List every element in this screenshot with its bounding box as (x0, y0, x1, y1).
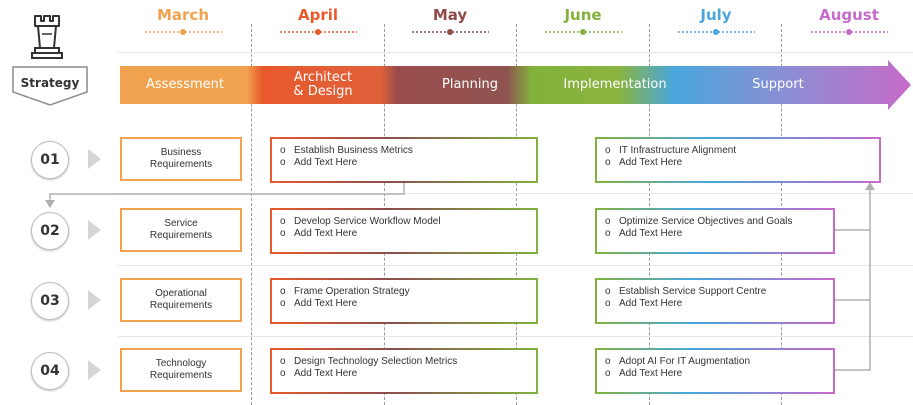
month-deco-march (145, 29, 222, 35)
bullet-marker: o (605, 298, 611, 309)
month-deco-august (811, 29, 888, 35)
activity-box: o Optimize Service Objectives and Goals o… (595, 208, 835, 254)
month-deco-may (412, 29, 489, 35)
bullet-marker: o (280, 286, 286, 297)
phase-label-support: Support (752, 77, 804, 92)
bullet-item: o Develop Service Workflow Model (280, 216, 528, 228)
month-label-july: July (700, 6, 732, 24)
requirement-label: Business Requirements (149, 147, 213, 170)
bullet-text: Develop Service Workflow Model (294, 216, 441, 227)
bullet-item: o Design Technology Selection Metrics (280, 356, 528, 368)
bullet-text: Add Text Here (619, 298, 683, 309)
bullet-marker: o (605, 216, 611, 227)
row-separator (118, 193, 913, 194)
bullet-item: o Add Text Here (280, 368, 528, 380)
requirement-box: Operational Requirements (120, 278, 242, 322)
bullet-text: Design Technology Selection Metrics (294, 356, 458, 367)
bullet-text: Establish Service Support Centre (619, 286, 767, 297)
bullet-item: o Add Text Here (280, 157, 528, 169)
bullet-text: Frame Operation Strategy (294, 286, 410, 297)
bullet-marker: o (280, 145, 286, 156)
bullet-item: o Adopt AI For IT Augmentation (605, 356, 825, 368)
requirement-box: Service Requirements (120, 208, 242, 252)
requirement-box: Technology Requirements (120, 348, 242, 392)
month-deco-june (545, 29, 622, 35)
phase-label-implementation: Implementation (563, 77, 667, 92)
phase-label-planning: Planning (442, 77, 498, 92)
row-number: 04 (31, 352, 69, 390)
bullet-item: o IT Infrastructure Alignment (605, 145, 871, 157)
bullet-item: o Add Text Here (280, 298, 528, 310)
month-decorations (145, 29, 888, 35)
row-number: 03 (31, 282, 69, 320)
bullet-marker: o (280, 368, 286, 379)
phase-label-assessment: Assessment (146, 77, 224, 92)
strategy-badge-shape (12, 66, 88, 106)
bullet-text: Add Text Here (619, 228, 683, 239)
chevron-right-icon (88, 149, 101, 169)
rook-icon (31, 15, 63, 59)
bullet-text: IT Infrastructure Alignment (619, 145, 737, 156)
month-label-march: March (156, 6, 210, 24)
chevron-right-icon (88, 220, 101, 240)
bullet-text: Add Text Here (294, 157, 358, 168)
month-label-may: May (432, 6, 468, 24)
bullet-marker: o (280, 298, 286, 309)
bullet-text: Add Text Here (294, 298, 358, 309)
requirement-label: Technology Requirements (149, 358, 213, 381)
header-separator (118, 52, 913, 53)
chevron-right-icon (88, 360, 101, 380)
month-label-june: June (564, 6, 602, 24)
phase-arrow (120, 60, 911, 110)
bullet-item: o Add Text Here (605, 298, 825, 310)
bullet-marker: o (280, 228, 286, 239)
row-separator (118, 336, 913, 337)
bullet-marker: o (605, 228, 611, 239)
bullet-item: o Add Text Here (605, 368, 825, 380)
strategy-label: Strategy (20, 76, 80, 90)
bullet-text: Add Text Here (294, 368, 358, 379)
bullet-marker: o (280, 216, 286, 227)
bullet-text: Add Text Here (294, 228, 358, 239)
month-label-april: April (297, 6, 339, 24)
bullet-text: Optimize Service Objectives and Goals (619, 216, 793, 227)
bullet-item: o Add Text Here (605, 157, 871, 169)
requirement-label: Operational Requirements (149, 288, 213, 311)
bullet-marker: o (605, 368, 611, 379)
bullet-marker: o (280, 356, 286, 367)
bullet-text: Adopt AI For IT Augmentation (619, 356, 751, 367)
row-number: 02 (31, 212, 69, 250)
bullet-item: o Add Text Here (605, 228, 825, 240)
month-deco-july (678, 29, 755, 35)
requirement-label: Service Requirements (149, 218, 213, 241)
bullet-item: o Add Text Here (280, 228, 528, 240)
bullet-text: Add Text Here (619, 157, 683, 168)
gridline (251, 24, 252, 405)
bullet-text: Establish Business Metrics (294, 145, 413, 156)
row-number: 01 (31, 141, 69, 179)
bullet-item: o Optimize Service Objectives and Goals (605, 216, 825, 228)
bullet-marker: o (605, 157, 611, 168)
bullet-text: Add Text Here (619, 368, 683, 379)
phase-label-architect-design: Architect & Design (293, 70, 353, 99)
chevron-right-icon (88, 290, 101, 310)
requirement-box: Business Requirements (120, 137, 242, 181)
row-separator (118, 265, 913, 266)
month-deco-april (280, 29, 357, 35)
month-label-august: August (819, 6, 879, 24)
bullet-marker: o (605, 286, 611, 297)
bullet-marker: o (605, 356, 611, 367)
bullet-marker: o (605, 145, 611, 156)
bullet-item: o Establish Business Metrics (280, 145, 528, 157)
bullet-item: o Establish Service Support Centre (605, 286, 825, 298)
bullet-item: o Frame Operation Strategy (280, 286, 528, 298)
bullet-marker: o (280, 157, 286, 168)
